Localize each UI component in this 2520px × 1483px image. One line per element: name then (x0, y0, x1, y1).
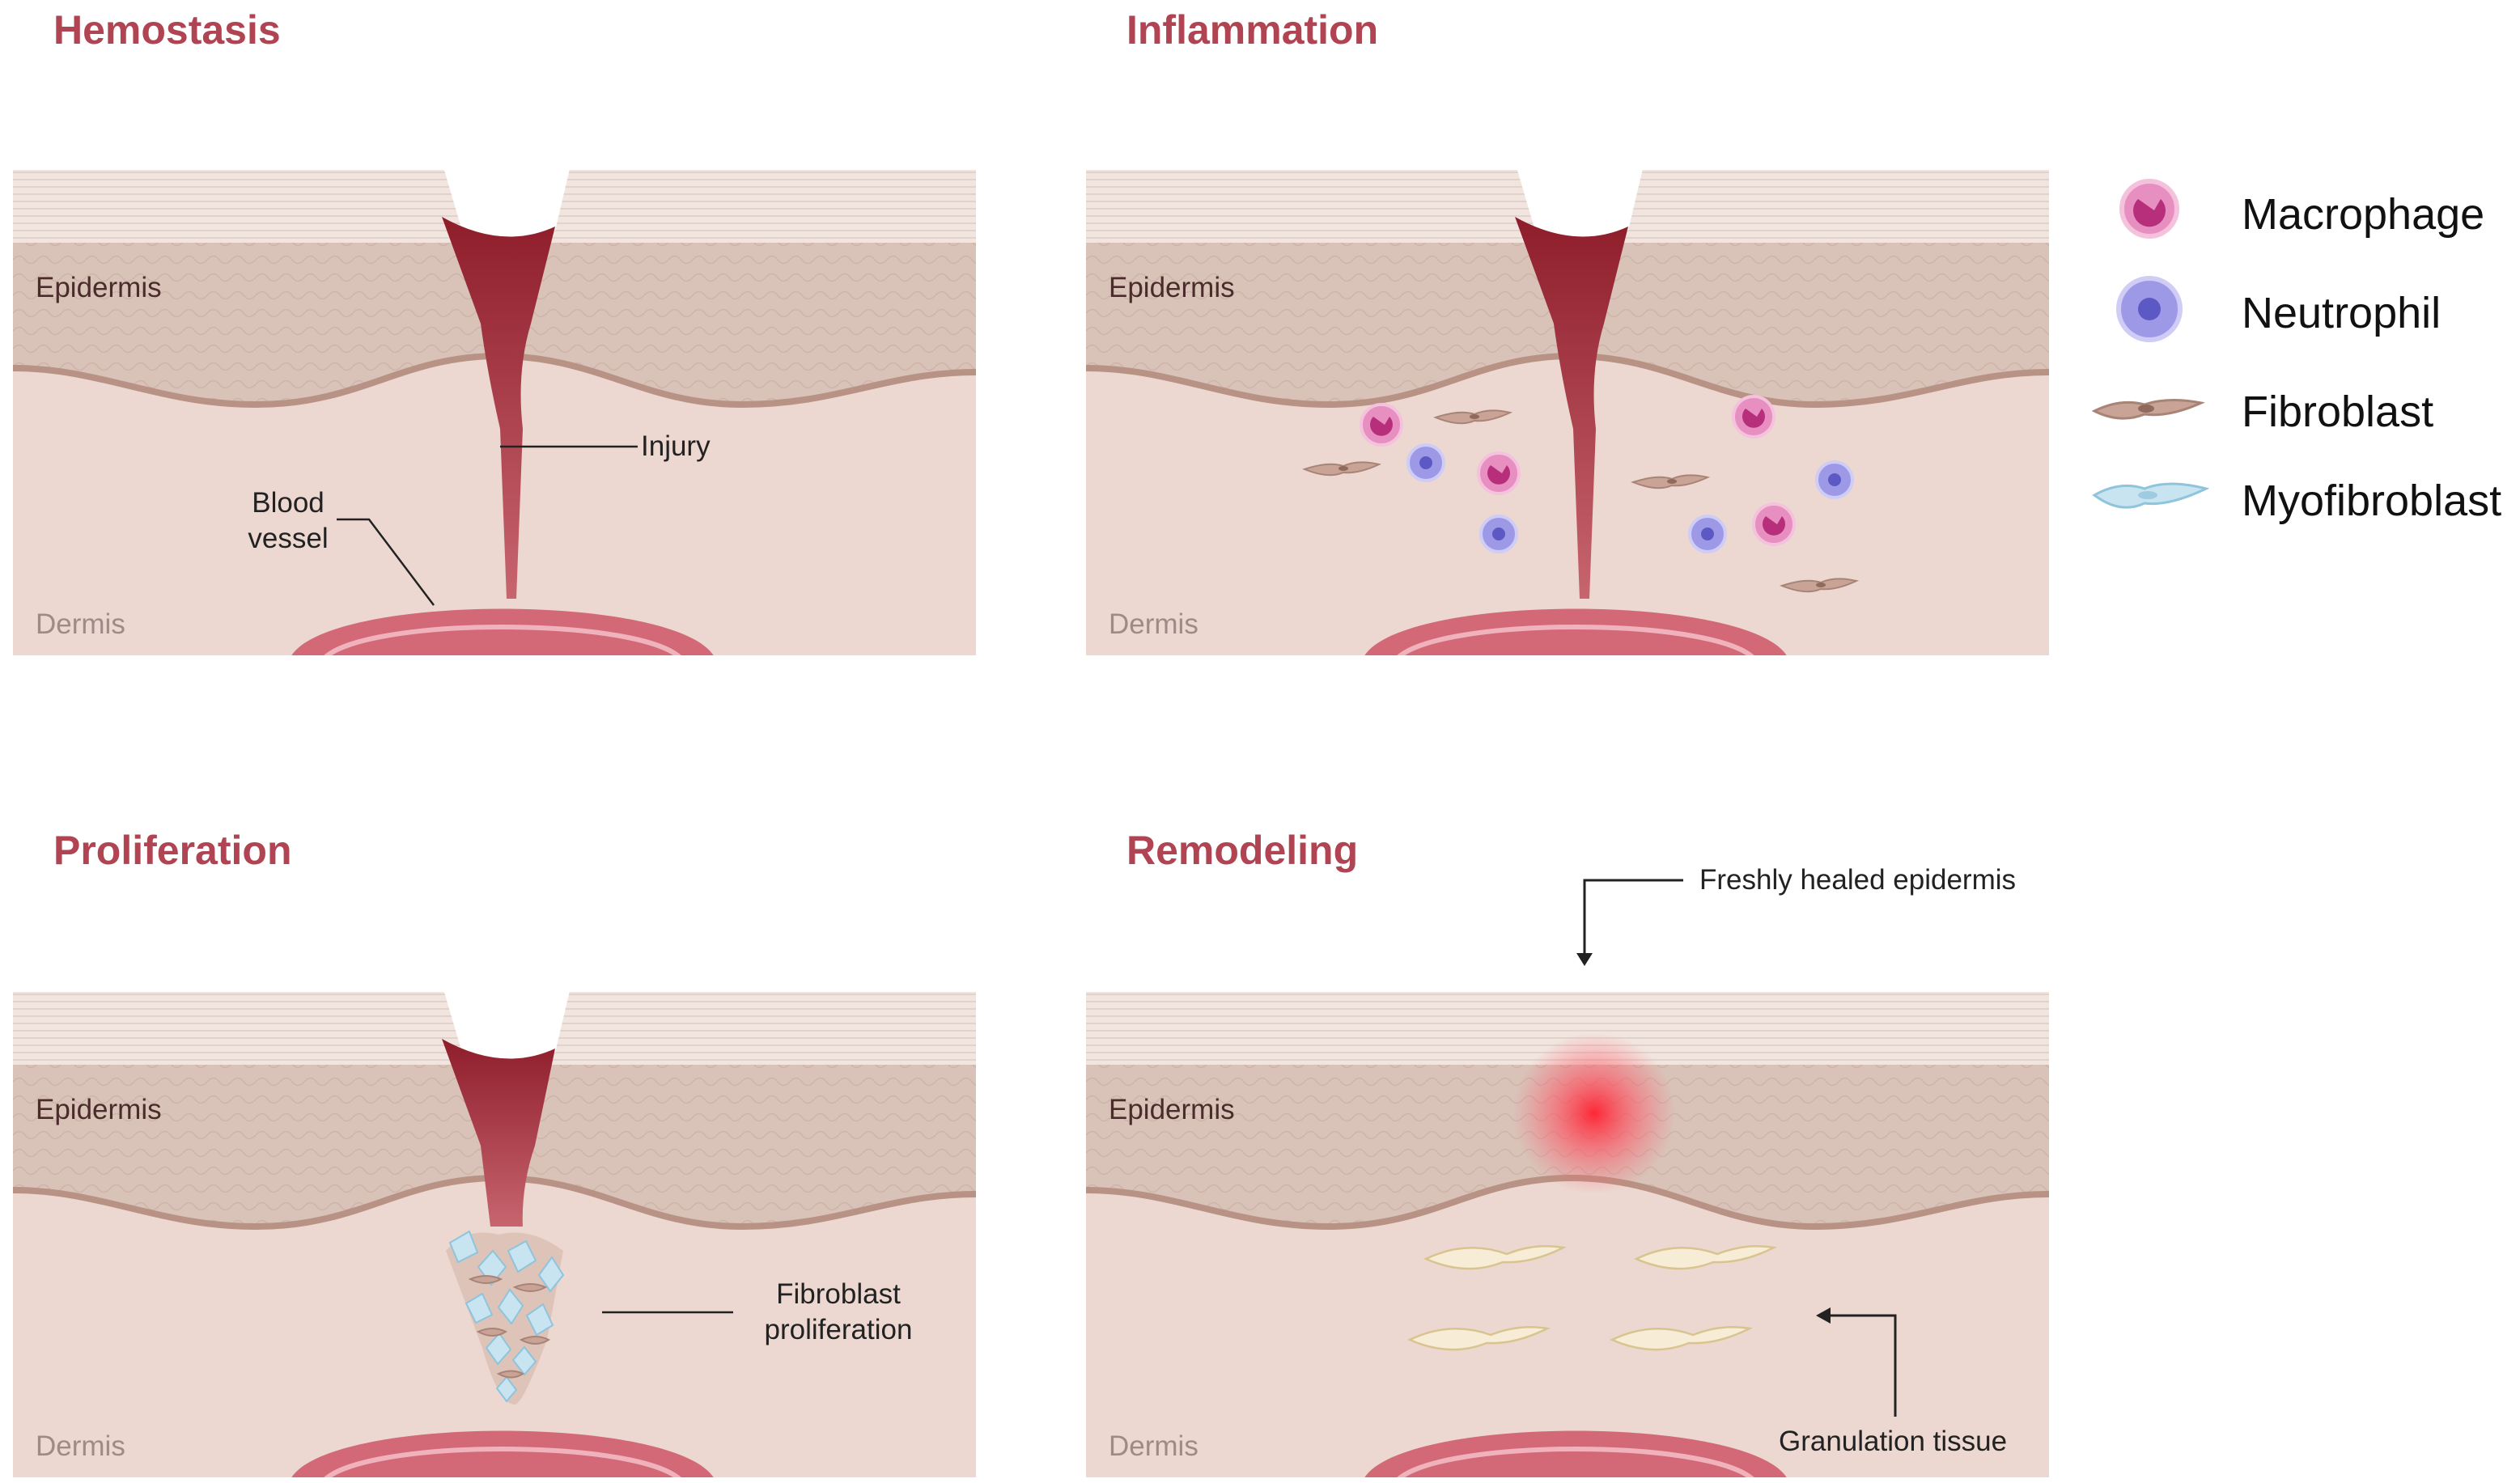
neutrophil-cell (1479, 515, 1518, 553)
inflammation-panel: Epidermis Dermis (1086, 162, 2049, 655)
hemostasis-leader-lines (337, 445, 638, 606)
dermis-label: Dermis (1109, 608, 1198, 640)
healing-glow (1513, 1032, 1675, 1194)
myofibroblast-icon (2092, 482, 2210, 509)
blood-vessel-label: Blood vessel (231, 485, 345, 557)
legend-item-fibroblast: Fibroblast (2088, 367, 2520, 456)
hemostasis-skin-illustration (13, 162, 976, 655)
macrophage-cell (1752, 502, 1796, 546)
blood-vessel-label-line2: vessel (248, 522, 329, 554)
legend-label-fibroblast: Fibroblast (2242, 388, 2434, 436)
granulation-fiber (1634, 1244, 1777, 1270)
granulation-fiber (1407, 1325, 1551, 1351)
neutrophil-cell (1406, 443, 1445, 482)
legend-label-myofibroblast: Myofibroblast (2242, 477, 2502, 525)
injury-label: Injury (641, 430, 711, 462)
stage-title-inflammation: Inflammation (1126, 7, 1379, 53)
legend-item-macrophage: Macrophage (2088, 170, 2520, 259)
freshly-healed-epidermis-label: Freshly healed epidermis (1699, 864, 2017, 896)
macrophage-cell (1477, 451, 1521, 495)
legend-item-neutrophil: Neutrophil (2088, 269, 2520, 358)
dermis-label: Dermis (1109, 1430, 1198, 1462)
fibroblast-cell (1433, 409, 1513, 425)
granulation-fiber (1610, 1325, 1753, 1351)
dermis-label: Dermis (36, 608, 125, 640)
fibroblast-proliferation-label: Fibroblast proliferation (733, 1277, 944, 1348)
macrophage-cell (1732, 395, 1775, 439)
proliferation-leader-line (602, 1311, 733, 1314)
epidermis-label: Epidermis (36, 1094, 162, 1125)
neutrophil-cell (1815, 460, 1854, 499)
inflammation-skin-illustration (1086, 162, 2049, 655)
fibroblast-proliferation-label-line2: proliferation (764, 1313, 913, 1345)
macrophage-icon (2119, 179, 2179, 239)
granulation-tissue-label: Granulation tissue (1779, 1426, 2008, 1457)
stage-title-hemostasis: Hemostasis (53, 7, 281, 53)
neutrophil-icon (2116, 276, 2183, 342)
fibroblast-proliferation-label-line1: Fibroblast (776, 1278, 901, 1310)
epidermis-label: Epidermis (36, 272, 162, 303)
proliferation-panel: Epidermis Dermis Fibroblast proliferatio… (13, 984, 976, 1477)
blood-vessel-label-line1: Blood (252, 487, 325, 519)
fibroblast-icon (2091, 398, 2205, 420)
granulation-fiber (1423, 1244, 1567, 1270)
epidermis-label: Epidermis (1109, 272, 1235, 303)
epidermis-label: Epidermis (1109, 1094, 1235, 1125)
fibroblast-cell (1302, 461, 1382, 477)
remodeling-skin-illustration (1086, 984, 2049, 1477)
legend-label-macrophage: Macrophage (2242, 190, 2485, 239)
fibroblast-cluster (446, 1230, 565, 1405)
macrophage-cell (1360, 403, 1403, 447)
fibroblast-cell (1780, 578, 1860, 593)
remodeling-panel: Epidermis Dermis Granulation tissue (1086, 984, 2049, 1477)
stage-title-proliferation: Proliferation (53, 828, 292, 873)
legend-item-myofibroblast: Myofibroblast (2088, 456, 2520, 545)
neutrophil-cell (1688, 515, 1727, 553)
hemostasis-panel: Epidermis Dermis Injury Blood vessel (13, 162, 976, 655)
proliferation-skin-illustration (13, 984, 976, 1477)
fibroblast-cell (1631, 474, 1711, 489)
stage-title-remodeling: Remodeling (1126, 828, 1359, 873)
dermis-label: Dermis (36, 1430, 125, 1462)
legend-label-neutrophil: Neutrophil (2242, 289, 2442, 337)
